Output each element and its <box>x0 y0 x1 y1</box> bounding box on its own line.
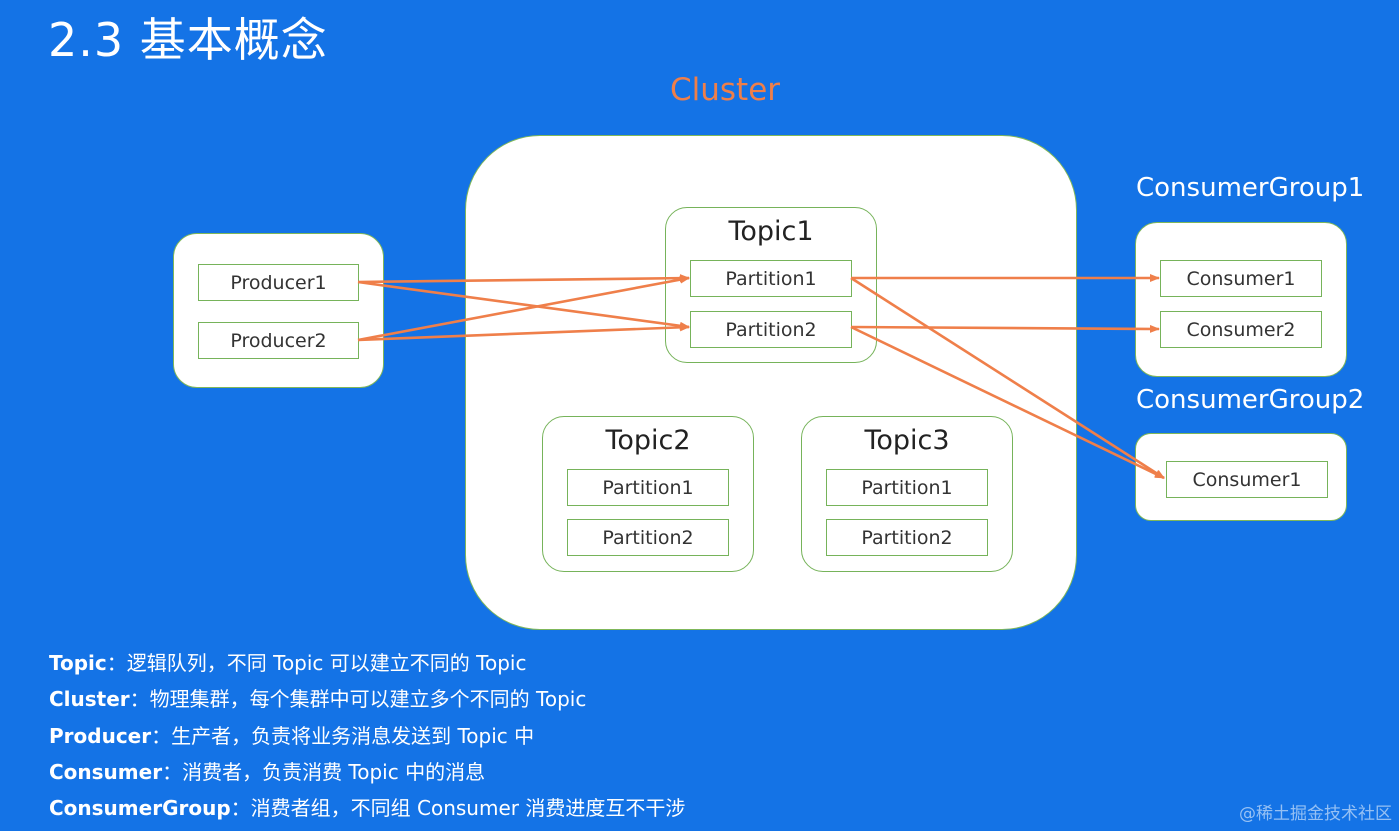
topic-1-title: Topic1 <box>728 216 814 247</box>
topic-3: Topic3 Partition1 Partition2 <box>801 416 1013 572</box>
term-consumer: Consumer <box>49 759 163 784</box>
arrow-t1p1-to-group2-consumer1 <box>850 276 1165 480</box>
arrow-producer1-to-t1p2 <box>357 280 690 330</box>
topic-2-partition-2[interactable]: Partition2 <box>567 519 729 556</box>
topic-2-partition-1[interactable]: Partition1 <box>567 469 729 506</box>
consumer-group-2-panel: Consumer1 <box>1135 433 1347 521</box>
topic-3-partition-2[interactable]: Partition2 <box>826 519 988 556</box>
arrow-producer2-to-t1p2 <box>357 323 690 342</box>
term-consumer-group: ConsumerGroup <box>49 796 231 821</box>
desc-producer: ：生产者，负责将业务消息发送到 Topic 中 <box>151 723 535 748</box>
desc-consumer: ：消费者，负责消费 Topic 中的消息 <box>162 759 486 784</box>
definition-cluster: Cluster：物理集群，每个集群中可以建立多个不同的 Topic <box>49 684 685 720</box>
definition-consumer-group: ConsumerGroup：消费者组，不同组 Consumer 消费进度互不干涉 <box>49 793 685 829</box>
group-2-consumer-1[interactable]: Consumer1 <box>1166 461 1328 498</box>
definitions-list: Topic：逻辑队列，不同 Topic 可以建立不同的 Topic Cluste… <box>49 648 685 829</box>
consumer-group-1-panel: Consumer1 Consumer2 <box>1135 222 1347 377</box>
arrow-producer2-to-t1p1 <box>357 275 690 342</box>
watermark: @稀土掘金技术社区 <box>1239 804 1392 824</box>
desc-cluster: ：物理集群，每个集群中可以建立多个不同的 Topic <box>129 687 587 712</box>
producers-panel: Producer1 Producer2 <box>173 233 384 388</box>
consumer-group-1-title: ConsumerGroup1 <box>1136 173 1365 203</box>
definition-producer: Producer：生产者，负责将业务消息发送到 Topic 中 <box>49 721 685 757</box>
topic-2-title: Topic2 <box>605 425 691 456</box>
consumer-group-2-title: ConsumerGroup2 <box>1136 385 1365 415</box>
topic-1-partition-1[interactable]: Partition1 <box>690 260 852 297</box>
arrow-t1p2-to-group2-consumer1 <box>850 325 1165 480</box>
desc-consumer-group: ：消费者组，不同组 Consumer 消费进度互不干涉 <box>230 796 686 821</box>
topic-3-title: Topic3 <box>864 425 950 456</box>
desc-topic: ：逻辑队列，不同 Topic 可以建立不同的 Topic <box>106 651 527 675</box>
group-1-consumer-1[interactable]: Consumer1 <box>1160 260 1322 297</box>
topic-3-partition-1[interactable]: Partition1 <box>826 469 988 506</box>
producer-2[interactable]: Producer2 <box>198 322 359 359</box>
topic-1: Topic1 Partition1 Partition2 <box>665 207 877 363</box>
definition-topic: Topic：逻辑队列，不同 Topic 可以建立不同的 Topic <box>49 648 685 684</box>
topic-2: Topic2 Partition1 Partition2 <box>542 416 754 572</box>
term-cluster: Cluster <box>49 687 130 712</box>
group-1-consumer-2[interactable]: Consumer2 <box>1160 311 1322 348</box>
definition-consumer: Consumer：消费者，负责消费 Topic 中的消息 <box>49 757 685 793</box>
term-producer: Producer <box>49 723 152 748</box>
topic-1-partition-2[interactable]: Partition2 <box>690 311 852 348</box>
slide-title: 2.3 基本概念 <box>48 13 328 67</box>
cluster-container: Topic1 Partition1 Partition2 Topic2 Part… <box>465 135 1077 630</box>
cluster-label: Cluster <box>669 72 781 108</box>
arrow-t1p2-to-group1-consumer2 <box>850 324 1160 333</box>
arrow-producer1-to-t1p1 <box>357 274 690 284</box>
term-topic: Topic <box>49 651 107 675</box>
